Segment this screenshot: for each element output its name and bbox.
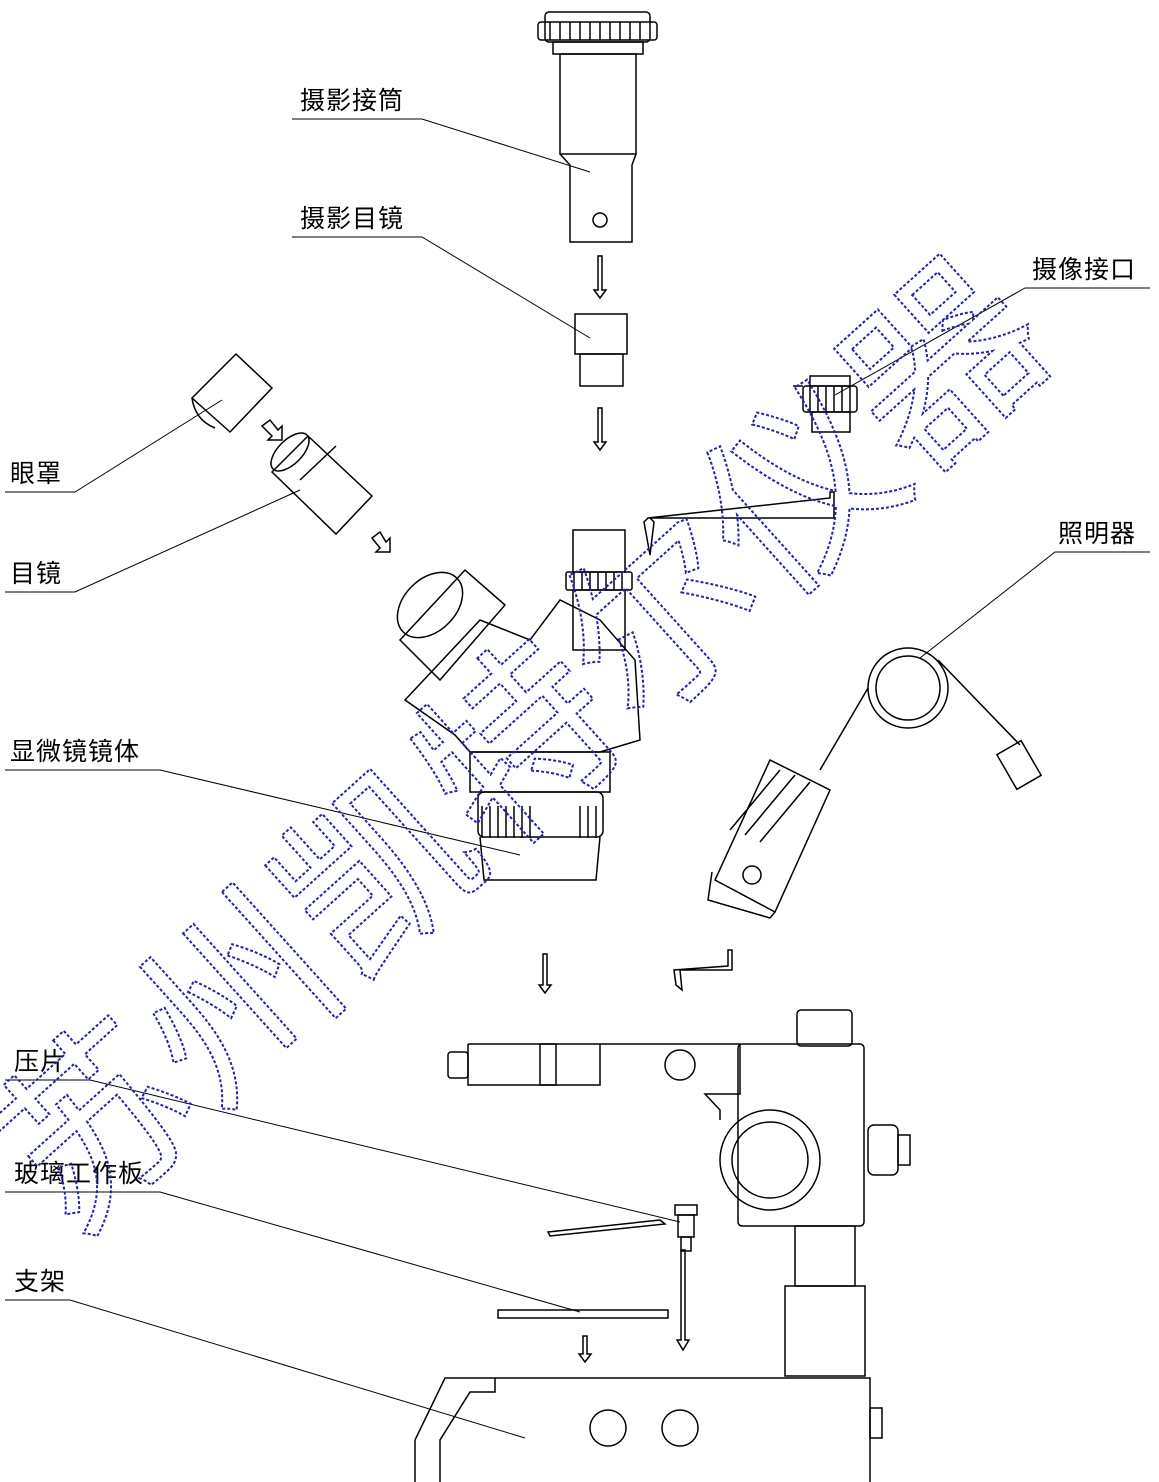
- focus-arm: [447, 1009, 911, 1377]
- camera-interface: [793, 375, 858, 433]
- eyepiece: [270, 432, 374, 536]
- leader-lines: [5, 118, 1150, 1439]
- label-camera-interface: 摄像接口: [1032, 255, 1136, 284]
- microscope-body: [396, 529, 641, 881]
- eye-cup: [190, 352, 274, 434]
- arrows: [260, 255, 835, 1364]
- label-eyepiece: 目镜: [10, 559, 62, 588]
- label-microscope-body: 显微镜镜体: [10, 737, 140, 766]
- watermark: 苏州凯特尔仪器: [0, 218, 1090, 1274]
- clamp: [546, 1204, 698, 1252]
- label-photo-eyepiece: 摄影目镜: [300, 204, 404, 233]
- label-camera-tube: 摄影接筒: [300, 86, 404, 115]
- camera-tube: [537, 11, 658, 243]
- illuminator: [707, 647, 1043, 919]
- photo-eyepiece: [574, 313, 628, 387]
- svg-text:苏州凯特尔仪器: 苏州凯特尔仪器: [0, 219, 1089, 1273]
- label-clamp: 压片: [14, 1047, 66, 1076]
- label-glass-plate: 玻璃工作板: [14, 1159, 144, 1188]
- glass-plate: [497, 1309, 669, 1319]
- label-stand: 支架: [14, 1267, 66, 1296]
- label-illuminator: 照明器: [1058, 519, 1136, 548]
- label-eye-cup: 眼罩: [10, 459, 62, 488]
- stand-base: [414, 1377, 883, 1482]
